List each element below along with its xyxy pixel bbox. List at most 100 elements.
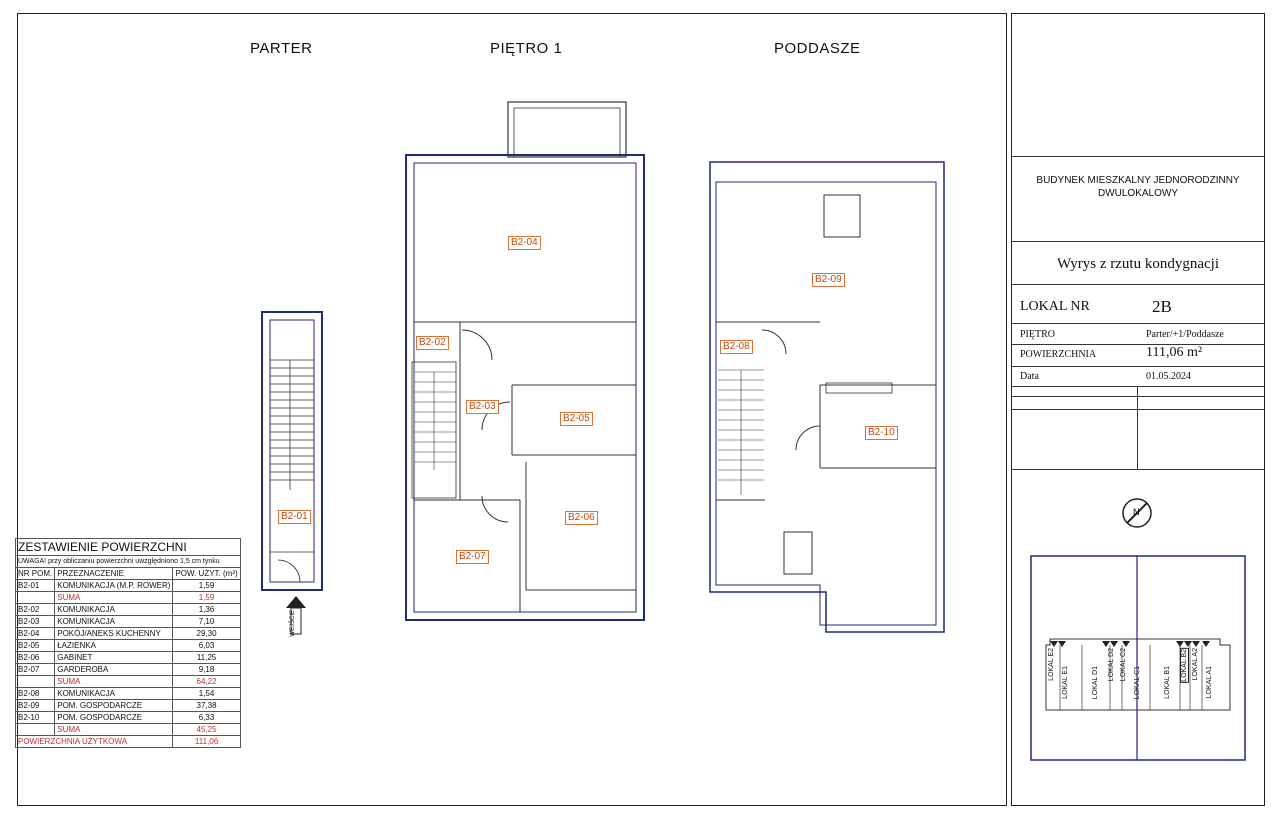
- table-cell-nr: B2-09: [14, 699, 56, 712]
- table-cell-area: 6,33: [172, 711, 241, 724]
- room-label-b2-10: B2-10: [865, 426, 898, 440]
- table-cell-area: 1,59: [172, 591, 241, 604]
- site-plan-labels: LOKAL E2 LOKAL E1 LOKAL D1 LOKAL D2 LOKA…: [1040, 648, 1246, 728]
- table-cell-name: KOMUNIKACJA: [54, 687, 174, 700]
- lokal-c1-label: LOKAL C1: [1134, 666, 1141, 700]
- table-cell-nr: [14, 723, 56, 736]
- table-cell-area: 1,59: [172, 579, 241, 592]
- table-cell-name: POM. GOSPODARCZE: [54, 711, 174, 724]
- data-value: 01.05.2024: [1146, 371, 1191, 382]
- area-table-note: UWAGA! przy obliczaniu powierzchni uwzgl…: [15, 555, 241, 568]
- table-cell-name: SUMA: [54, 675, 174, 688]
- table-cell-name: KOMUNIKACJA (M.P. ROWER): [54, 579, 174, 592]
- data-label: Data: [1020, 371, 1039, 382]
- svg-text:N: N: [1133, 507, 1140, 517]
- table-cell-area: 1,54: [172, 687, 241, 700]
- table-cell-nr: B2-06: [14, 651, 56, 664]
- room-label-b2-02: B2-02: [416, 336, 449, 350]
- lokal-label: LOKAL NR: [1020, 299, 1090, 314]
- floor-plans: [261, 101, 945, 635]
- lokal-value: 2B: [1152, 297, 1172, 316]
- lokal-a1-label: LOKAL A1: [1206, 666, 1213, 699]
- subtitle: Wyrys z rzutu kondygnacji: [1057, 256, 1219, 272]
- lokal-b1-label: LOKAL B1: [1164, 666, 1171, 699]
- lokal-d1-label: LOKAL D1: [1092, 666, 1099, 700]
- lokal-c2-label: LOKAL C2: [1120, 648, 1127, 682]
- lokal-d2-label: LOKAL D2: [1108, 648, 1115, 682]
- table-cell-nr: B2-08: [14, 687, 56, 700]
- table-cell-area: 29,30: [172, 627, 241, 640]
- building-line2: DWULOKALOWY: [1097, 188, 1178, 199]
- table-cell-name: GABINET: [54, 651, 174, 664]
- area-table-title: ZESTAWIENIE POWIERZCHNI: [15, 538, 241, 556]
- building-line1: BUDYNEK MIESZKALNY JEDNORODZINNY: [1036, 175, 1240, 186]
- total-value: 111,06: [172, 735, 241, 748]
- table-cell-area: 9,18: [172, 663, 241, 676]
- table-cell-nr: B2-01: [14, 579, 56, 592]
- site-plan: [1030, 555, 1246, 761]
- room-label-b2-08: B2-08: [720, 340, 753, 354]
- table-cell-name: ŁAZIENKA: [54, 639, 174, 652]
- table-cell-name: KOMUNIKACJA: [54, 615, 174, 628]
- room-label-b2-09: B2-09: [812, 273, 845, 287]
- room-label-b2-04: B2-04: [508, 236, 541, 250]
- table-cell-name: SUMA: [54, 723, 174, 736]
- floor-title-pietro1: PIĘTRO 1: [490, 40, 563, 57]
- table-cell-area: 6,03: [172, 639, 241, 652]
- table-cell-name: POKÓJ/ANEKS KUCHENNY: [54, 627, 174, 640]
- table-cell-area: 7,10: [172, 615, 241, 628]
- table-cell-nr: B2-02: [14, 603, 56, 616]
- table-cell-nr: [14, 591, 56, 604]
- table-cell-nr: B2-05: [14, 639, 56, 652]
- poddasze-outline: [709, 161, 945, 633]
- table-cell-nr: B2-03: [14, 615, 56, 628]
- room-label-b2-05: B2-05: [560, 412, 593, 426]
- pietro-label: PIĘTRO: [1020, 329, 1055, 340]
- parter-outline: [261, 311, 323, 591]
- powierzchnia-label: POWIERZCHNIA: [1020, 349, 1097, 360]
- pietro1-outline: [405, 154, 645, 621]
- room-label-b2-03: B2-03: [466, 400, 499, 414]
- table-cell-nr: B2-04: [14, 627, 56, 640]
- lokal-b2-label: LOKAL B2: [1180, 648, 1189, 683]
- drawing-frame: [17, 13, 1007, 806]
- header-nr: NR POM.: [14, 567, 56, 580]
- table-cell-area: 45,25: [172, 723, 241, 736]
- table-cell-nr: B2-07: [14, 663, 56, 676]
- pietro-value: Parter/+1/Poddasze: [1146, 329, 1224, 340]
- lokal-e1-label: LOKAL E1: [1062, 666, 1069, 699]
- area-table: ZESTAWIENIE POWIERZCHNI UWAGA! przy obli…: [14, 538, 241, 748]
- room-label-b2-01: B2-01: [278, 510, 311, 524]
- lokal-a2-label: LOKAL A2: [1192, 648, 1199, 681]
- room-label-b2-06: B2-06: [565, 511, 598, 525]
- table-cell-nr: [14, 675, 56, 688]
- table-cell-area: 1,36: [172, 603, 241, 616]
- table-cell-area: 64,22: [172, 675, 241, 688]
- header-name: PRZEZNACZENIE: [54, 567, 174, 580]
- table-cell-name: SUMA: [54, 591, 174, 604]
- north-arrow-icon: N: [1122, 498, 1152, 528]
- title-block: BUDYNEK MIESZKALNY JEDNORODZINNY DWULOKA…: [1011, 13, 1265, 806]
- entrance-label: WEJŚCIE: [290, 610, 296, 637]
- floor-title-parter: PARTER: [250, 40, 313, 57]
- table-cell-nr: B2-10: [14, 711, 56, 724]
- floor-title-poddasze: PODDASZE: [774, 40, 861, 57]
- total-label: POWIERZCHNIA UŻYTKOWA: [14, 735, 174, 748]
- table-cell-name: POM. GOSPODARCZE: [54, 699, 174, 712]
- entrance-arrow-icon: [286, 596, 306, 635]
- table-cell-name: GARDEROBA: [54, 663, 174, 676]
- powierzchnia-value: 111,06 m²: [1146, 345, 1203, 360]
